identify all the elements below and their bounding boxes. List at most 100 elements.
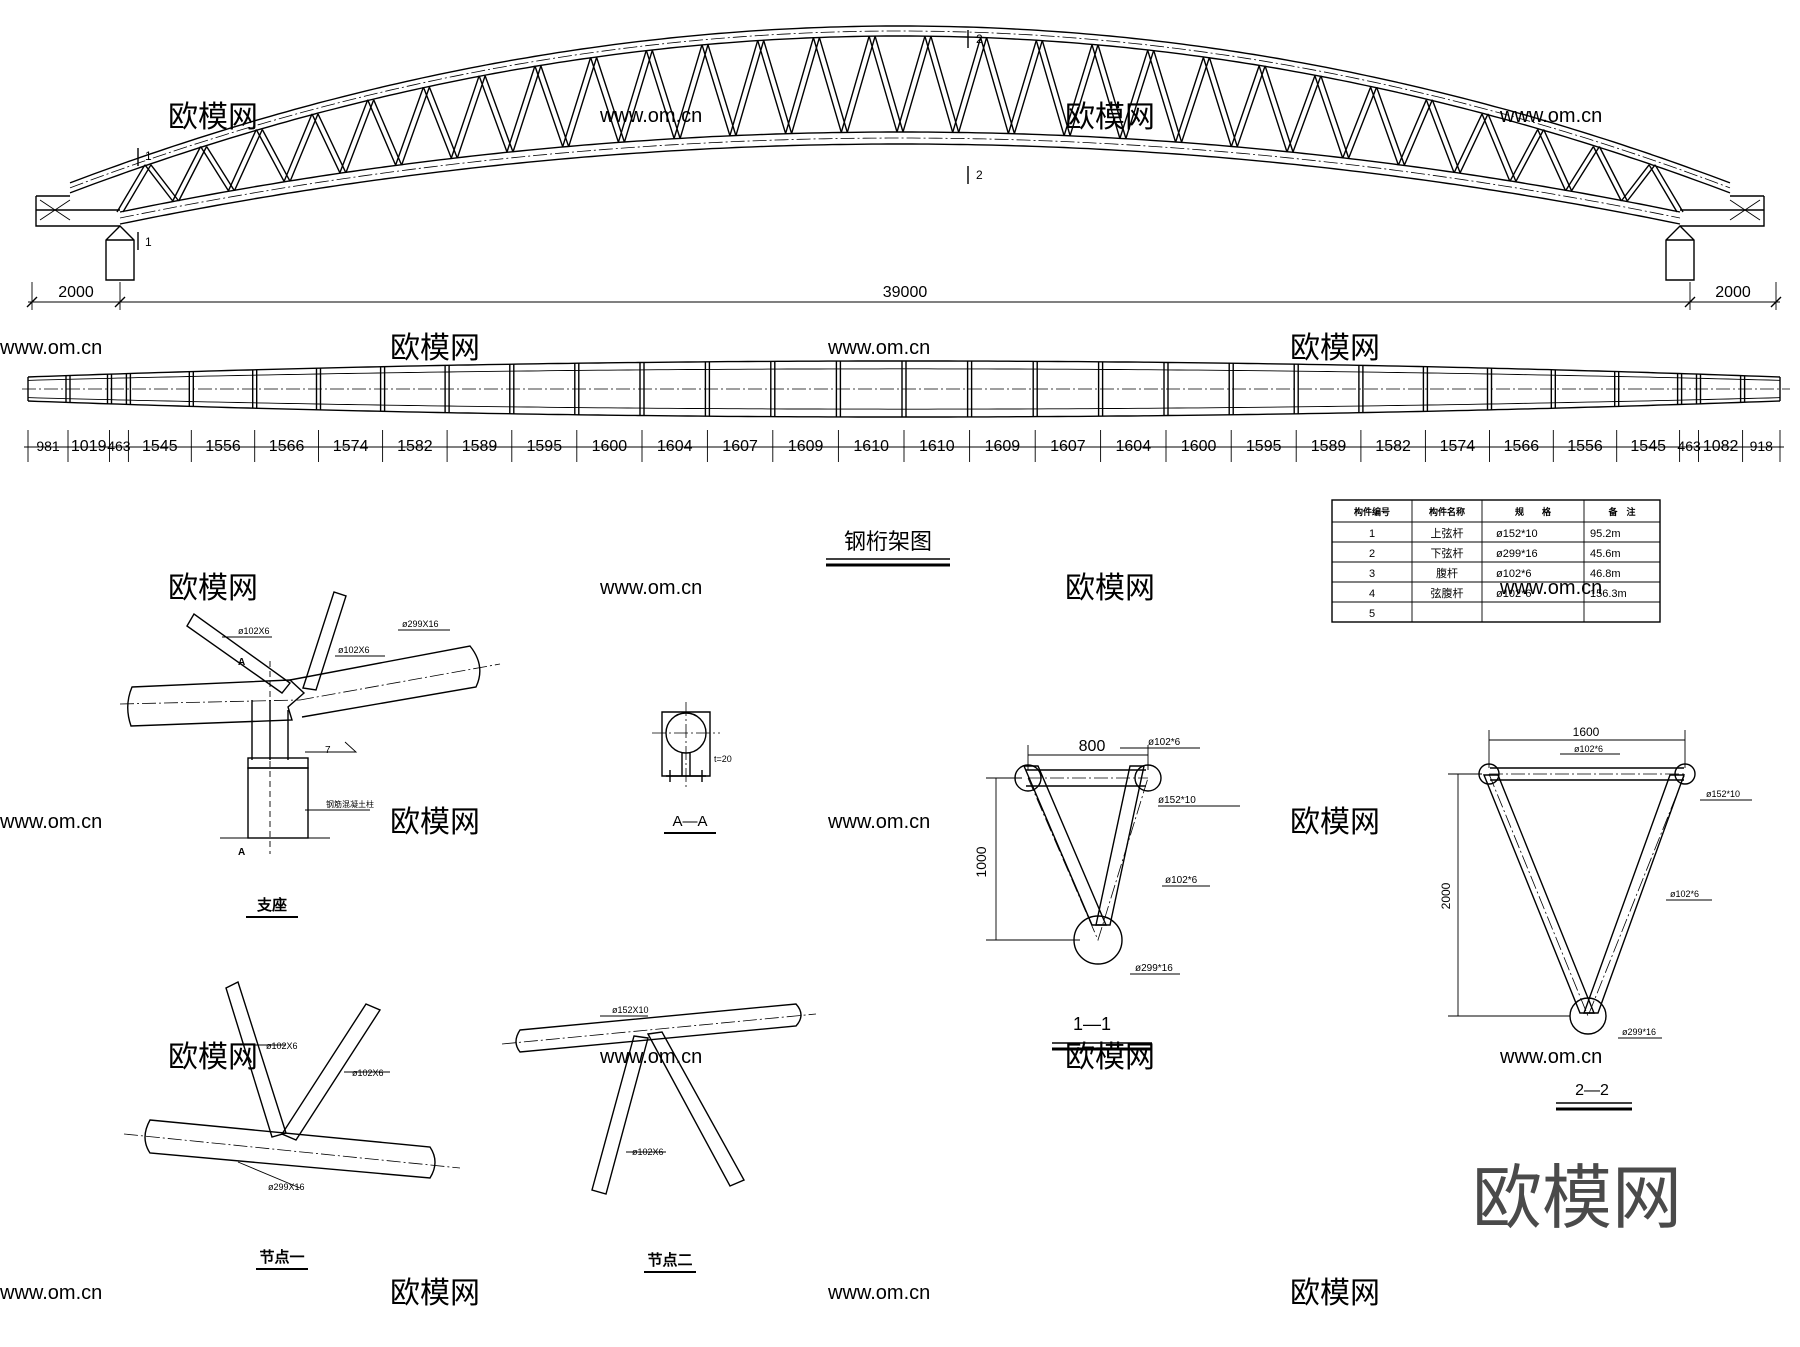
dim-left: 2000 <box>58 284 94 301</box>
watermark-url: www.om.cn <box>1499 105 1602 127</box>
support-diagonal-brace <box>186 612 292 694</box>
web-member <box>261 129 291 182</box>
bottom-chord-outer <box>119 131 1681 213</box>
left-support-column <box>105 225 135 281</box>
web-member <box>1147 50 1177 143</box>
plan-dim-label: 1609 <box>985 438 1021 455</box>
web-member <box>1620 164 1650 202</box>
table-cell: 1 <box>1369 528 1375 540</box>
web-member <box>1537 129 1567 192</box>
web-member <box>1174 57 1205 143</box>
bottom-chord-centerline <box>119 137 1681 219</box>
web-member <box>339 99 369 174</box>
web-member <box>924 36 954 133</box>
web-member <box>400 86 431 166</box>
watermark-url: www.om.cn <box>599 1046 702 1068</box>
web-member <box>1013 40 1043 134</box>
web-member <box>1648 164 1678 213</box>
web-member <box>1592 146 1622 202</box>
table-header-cell: 构件名称 <box>1429 506 1465 517</box>
label-diagonal: ø102X6 <box>238 626 270 636</box>
web-member <box>450 75 480 159</box>
web-member <box>345 99 375 174</box>
web-member <box>394 86 425 166</box>
node1-label-chord: ø299X16 <box>268 1182 305 1192</box>
web-member <box>506 65 536 153</box>
support-web-member <box>302 591 347 691</box>
plan-dim-label: 463 <box>107 438 131 454</box>
table-cell: ø102*6 <box>1496 568 1531 580</box>
table-cell: ø152*10 <box>1496 528 1538 540</box>
node2-left-web <box>591 1035 649 1195</box>
table-cell: 4 <box>1369 588 1375 600</box>
section-mark: 1 <box>145 149 152 163</box>
table-cell: 下弦杆 <box>1431 546 1464 560</box>
web-member <box>1208 57 1238 147</box>
table-cell: 5 <box>1369 608 1375 620</box>
plan-dim-label: 1607 <box>722 438 758 455</box>
web-member <box>422 86 452 159</box>
web-member <box>150 164 180 202</box>
plan-dim-label: 1610 <box>919 438 955 455</box>
node-2-detail: ø152X10 ø102X6 节点二 <box>501 1003 817 1273</box>
web-member <box>952 37 982 133</box>
label-a-top: A <box>238 657 245 668</box>
web-member <box>1091 44 1121 139</box>
plan-inner-edge <box>27 397 1781 410</box>
web-member <box>1236 65 1266 147</box>
watermark-url: www.om.cn <box>599 577 702 599</box>
web-member <box>589 57 620 143</box>
left-end-frame <box>35 195 120 227</box>
table-cell: 156.3m <box>1590 588 1627 600</box>
label-a-bottom: A <box>238 847 245 858</box>
watermark-logo: 欧模网 <box>168 101 258 134</box>
web-member <box>1286 75 1316 153</box>
plan-dim-label: 1604 <box>1116 438 1152 455</box>
watermark-logo: 欧模网 <box>168 1041 258 1074</box>
plan-dim-label: 1589 <box>462 438 498 455</box>
web-member <box>1041 40 1071 136</box>
web-member <box>818 37 848 133</box>
web-member <box>1153 50 1183 143</box>
node2-top-chord <box>515 1003 802 1053</box>
table-header-cell: 规 格 <box>1515 506 1552 517</box>
plan-dim-label: 1604 <box>657 438 693 455</box>
top-chord-centerline <box>69 30 1731 189</box>
label-chord: ø299X16 <box>402 619 439 629</box>
sec22-label-web: ø102*6 <box>1670 889 1699 899</box>
plan-dim-label: 1556 <box>205 438 241 455</box>
watermark-logo: 欧模网 <box>390 806 480 839</box>
watermark-logo: 欧模网 <box>1290 806 1380 839</box>
web-member <box>178 146 208 202</box>
plan-dim-label: 463 <box>1677 438 1701 454</box>
plan-dim-label: 1582 <box>1375 438 1411 455</box>
web-member <box>1425 99 1455 174</box>
support-title: 支座 <box>256 896 287 914</box>
dimension-extension-lines <box>31 282 1777 310</box>
web-member <box>1069 44 1099 136</box>
watermark-url: www.om.cn <box>0 337 102 359</box>
table-cell: 2 <box>1369 548 1375 560</box>
web-member <box>846 36 876 133</box>
web-member <box>1459 113 1489 174</box>
support-detail: A A ø102X6 ø102X6 ø299X16 钢筋混凝土柱 7 支座 <box>119 591 501 918</box>
node-1-detail: ø102X6 ø102X6 ø299X16 节点一 <box>123 981 461 1270</box>
web-member <box>784 37 815 134</box>
plan-dim-label: 1545 <box>1630 438 1666 455</box>
end-bracing <box>39 199 1761 221</box>
chord-centerline <box>123 1133 461 1169</box>
web-member <box>227 129 257 192</box>
dim-right: 2000 <box>1715 284 1751 301</box>
watermark-url: www.om.cn <box>827 337 930 359</box>
web-member <box>1264 65 1294 153</box>
web-member <box>958 37 988 133</box>
node2-right-web <box>646 1031 745 1187</box>
base-plate <box>247 757 309 769</box>
table-cell: 3 <box>1369 568 1375 580</box>
web-member <box>868 36 898 133</box>
web-member <box>812 37 842 133</box>
watermark-url: www.om.cn <box>827 1282 930 1304</box>
plan-bottom-edge <box>27 400 1781 418</box>
web-member <box>1487 113 1517 182</box>
